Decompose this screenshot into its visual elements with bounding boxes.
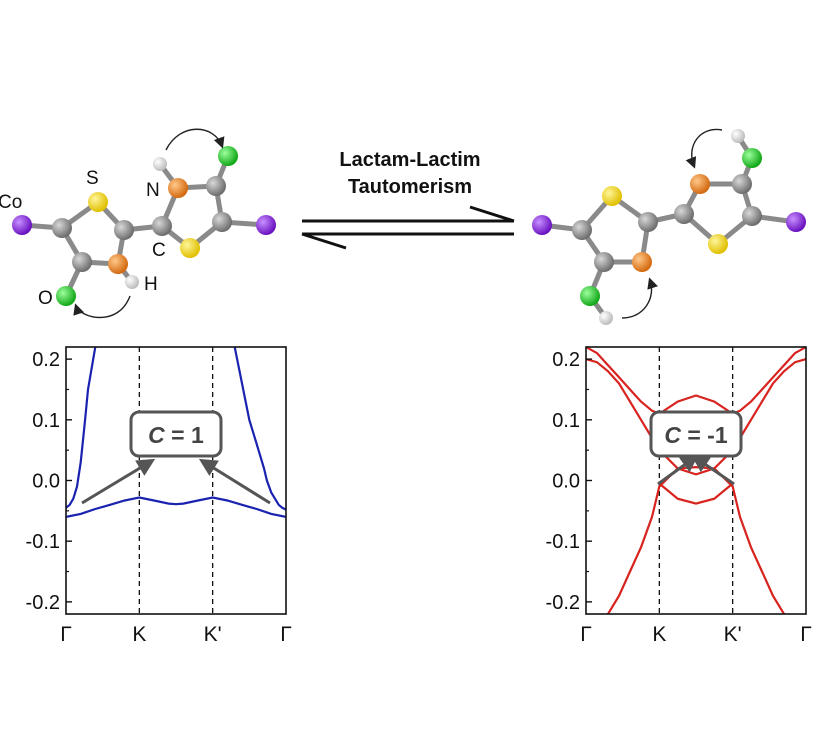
proton-transfer-arrow <box>165 128 225 151</box>
oxygen-atom <box>218 146 238 166</box>
band-line-3 <box>607 465 785 614</box>
nitrogen-atom <box>690 174 710 194</box>
lactim-molecule <box>532 128 806 325</box>
sulfur-atom <box>708 234 728 254</box>
sulfur-atom <box>88 192 108 212</box>
chern-number-label: C = -1 <box>664 422 727 448</box>
proton-transfer-arrow <box>621 277 658 319</box>
y-tick-label: 0.2 <box>32 349 60 371</box>
cobalt-atom <box>12 215 32 235</box>
band-line-1 <box>586 347 806 416</box>
carbon-atom <box>674 204 694 224</box>
y-tick-label: -0.1 <box>546 531 580 553</box>
atom-label-s: S <box>86 168 99 189</box>
sulfur-atom <box>602 186 622 206</box>
atom-label-c: C <box>152 240 166 261</box>
hydrogen-atom <box>153 157 167 171</box>
reaction-label-line1: Lactam-Lactim <box>339 149 480 171</box>
hydrogen-atom <box>125 275 139 289</box>
y-tick-label: 0.0 <box>552 471 580 493</box>
x-tick-label: K' <box>204 623 222 646</box>
chern-symbol: C <box>664 422 681 448</box>
hydrogen-atom <box>599 311 613 325</box>
y-tick-label: -0.2 <box>26 592 60 614</box>
atom-label-o: O <box>38 288 53 309</box>
pointer-arrow <box>198 458 271 505</box>
y-tick-label: 0.2 <box>552 349 580 371</box>
x-tick-label: K' <box>724 623 742 646</box>
nitrogen-atom <box>108 254 128 274</box>
chern-symbol: C <box>148 422 165 448</box>
carbon-atom <box>206 176 226 196</box>
proton-transfer-arrow <box>685 128 723 169</box>
y-tick-label: 0.1 <box>32 410 60 432</box>
x-tick-label: K <box>652 623 666 646</box>
proton-transfer-arrow <box>73 295 131 319</box>
pointer-arrow <box>657 454 699 486</box>
atom-label-h: H <box>144 274 158 295</box>
cobalt-atom <box>532 215 552 235</box>
nitrogen-atom <box>168 178 188 198</box>
reaction-label: Lactam-Lactim Tautomerism <box>339 149 480 198</box>
chern-value: = 1 <box>165 422 204 448</box>
equilibrium-arrows <box>301 205 515 250</box>
plot-frame <box>65 346 287 615</box>
x-tick-label: Γ <box>280 623 292 646</box>
x-tick-label: Γ <box>580 623 592 646</box>
lactam-molecule: Co S N C O H <box>0 128 276 319</box>
carbon-atom <box>52 218 72 238</box>
cobalt-atom <box>256 215 276 235</box>
carbon-atom <box>72 252 92 272</box>
sulfur-atom <box>180 238 200 258</box>
atom-label-n: N <box>146 180 160 201</box>
y-tick-label: 0.0 <box>32 471 60 493</box>
plot-frame <box>585 346 807 615</box>
carbon-atom <box>638 212 658 232</box>
carbon-atom <box>742 206 762 226</box>
y-tick-label: -0.1 <box>26 531 60 553</box>
carbon-atom <box>152 216 172 236</box>
reaction-label-line2: Tautomerism <box>348 176 472 198</box>
carbon-atom <box>212 212 232 232</box>
pointer-arrow <box>81 458 156 505</box>
oxygen-atom <box>580 286 600 306</box>
carbon-atom <box>594 252 614 272</box>
chern-number-label: C = 1 <box>148 422 204 448</box>
atom-label-co: Co <box>0 192 22 213</box>
oxygen-atom <box>56 286 76 306</box>
y-tick-label: 0.1 <box>552 410 580 432</box>
x-tick-label: Γ <box>60 623 72 646</box>
band-line-4 <box>658 482 734 505</box>
chern-value: = -1 <box>681 422 728 448</box>
band-line-1 <box>66 347 286 511</box>
x-tick-label: Γ <box>800 623 812 646</box>
y-tick-label: -0.2 <box>546 592 580 614</box>
x-tick-label: K <box>132 623 146 646</box>
chern-number-badge <box>129 410 223 458</box>
band-line-2 <box>66 496 286 518</box>
carbon-atom <box>114 220 134 240</box>
hydrogen-atom <box>731 129 745 143</box>
cobalt-atom <box>786 212 806 232</box>
band-line-2 <box>586 358 806 476</box>
carbon-atom <box>572 220 592 240</box>
pointer-arrow <box>691 454 735 486</box>
oxygen-atom <box>742 148 762 168</box>
nitrogen-atom <box>632 252 652 272</box>
carbon-atom <box>732 174 752 194</box>
